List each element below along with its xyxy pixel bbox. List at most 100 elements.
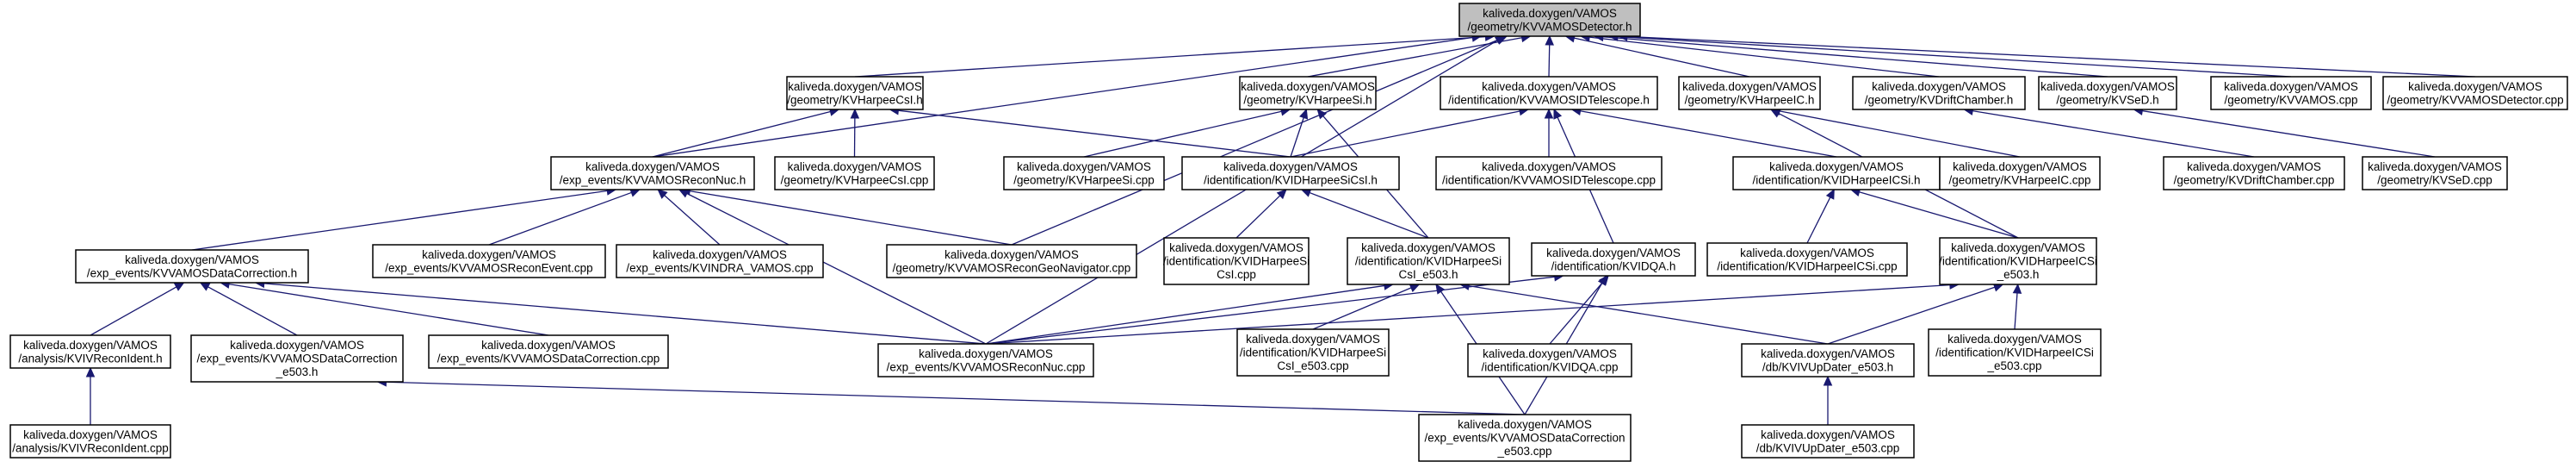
node-hic-cpp[interactable]: kaliveda.doxygen/VAMOS/geometry/KVHarpee… bbox=[1939, 156, 2101, 190]
edge-line bbox=[1626, 35, 2476, 78]
arrowhead-icon bbox=[1316, 109, 1328, 120]
edge-line bbox=[263, 283, 987, 345]
arrowhead-icon bbox=[199, 282, 211, 291]
edge-line bbox=[1806, 197, 1831, 244]
node-label-line: /geometry/KVHarpeeIC.cpp bbox=[1948, 173, 2090, 186]
edge-idtel-cpp-to-idtel-h bbox=[1544, 108, 1554, 157]
node-label-line: kaliveda.doxygen/VAMOS bbox=[1872, 80, 2006, 93]
arrowhead-icon bbox=[1409, 284, 1421, 292]
edge-datacorr-e503-cpp-to-datacorr-e503-h bbox=[376, 378, 1526, 415]
node-hcsi-h[interactable]: kaliveda.doxygen/VAMOS/geometry/KVHarpee… bbox=[786, 76, 924, 110]
node-datacorr-h[interactable]: kaliveda.doxygen/VAMOS/exp_events/KVVAMO… bbox=[75, 249, 309, 284]
node-updater-cpp[interactable]: kaliveda.doxygen/VAMOS/db/KVIVUpDater_e5… bbox=[1741, 424, 1915, 459]
node-idtel-cpp[interactable]: kaliveda.doxygen/VAMOS/identification/KV… bbox=[1435, 156, 1663, 190]
edge-line bbox=[1827, 286, 1996, 345]
node-label-line: /geometry/KVSeD.h bbox=[2056, 93, 2158, 106]
node-label-line: kaliveda.doxygen/VAMOS bbox=[2408, 80, 2542, 93]
node-box bbox=[1852, 76, 2026, 110]
node-idqa-h[interactable]: kaliveda.doxygen/VAMOS/identification/KV… bbox=[1531, 242, 1696, 277]
node-box bbox=[2362, 156, 2508, 190]
node-label-line: kaliveda.doxygen/VAMOS bbox=[23, 428, 158, 441]
node-box bbox=[1939, 156, 2101, 190]
node-label-line: kaliveda.doxygen/VAMOS bbox=[23, 339, 158, 352]
node-hic-h[interactable]: kaliveda.doxygen/VAMOS/geometry/KVHarpee… bbox=[1678, 76, 1821, 110]
node-idhsicsi-h[interactable]: kaliveda.doxygen/VAMOS/identification/KV… bbox=[1181, 156, 1400, 190]
node-label-line: _e503.h bbox=[1997, 268, 2040, 281]
node-label-line: CsI_e503.cpp bbox=[1277, 359, 1348, 372]
edge-line bbox=[2142, 109, 2436, 158]
node-drift-h[interactable]: kaliveda.doxygen/VAMOS/geometry/KVDriftC… bbox=[1852, 76, 2026, 110]
node-label-line: kaliveda.doxygen/VAMOS bbox=[1769, 160, 1904, 173]
node-hcsi-cpp[interactable]: kaliveda.doxygen/VAMOS/geometry/KVHarpee… bbox=[774, 156, 935, 190]
edge-hcsi-cpp-to-hcsi-h bbox=[850, 108, 860, 158]
node-hsi-cpp[interactable]: kaliveda.doxygen/VAMOS/geometry/KVHarpee… bbox=[1003, 156, 1165, 190]
node-box bbox=[1003, 156, 1165, 190]
node-idhiccsi-cpp[interactable]: kaliveda.doxygen/VAMOS/identification/KV… bbox=[1706, 242, 1908, 277]
node-label-line: /geometry/KVVAMOSDetector.cpp bbox=[2387, 93, 2563, 106]
node-box bbox=[9, 334, 171, 369]
node-box bbox=[9, 424, 171, 459]
node-label-line: kaliveda.doxygen/VAMOS bbox=[788, 160, 922, 173]
node-label-line: kaliveda.doxygen/VAMOS bbox=[1546, 246, 1681, 259]
node-updater-h[interactable]: kaliveda.doxygen/VAMOS/db/KVIVUpDater_e5… bbox=[1741, 343, 1915, 378]
node-label-line: kaliveda.doxygen/VAMOS bbox=[2368, 160, 2502, 173]
node-label-line: kaliveda.doxygen/VAMOS bbox=[1953, 160, 2087, 173]
node-idhiccsi-e503-h[interactable]: kaliveda.doxygen/VAMOS/identification/KV… bbox=[1939, 237, 2097, 285]
node-label-line: /exp_events/KVVAMOSDataCorrection bbox=[1424, 432, 1625, 445]
node-datacorr-cpp[interactable]: kaliveda.doxygen/VAMOS/exp_events/KVVAMO… bbox=[428, 334, 669, 369]
node-label-line: /geometry/KVDriftChamber.h bbox=[1865, 93, 2014, 106]
node-box bbox=[1741, 424, 1915, 459]
node-label-line: kaliveda.doxygen/VAMOS bbox=[653, 248, 787, 261]
node-label-line: kaliveda.doxygen/VAMOS bbox=[1483, 347, 1617, 360]
node-label-line: kaliveda.doxygen/VAMOS bbox=[1458, 418, 1592, 431]
node-reconnuc-cpp[interactable]: kaliveda.doxygen/VAMOS/exp_events/KVVAMO… bbox=[877, 343, 1094, 378]
node-idtel-h[interactable]: kaliveda.doxygen/VAMOS/identification/KV… bbox=[1440, 76, 1658, 110]
node-label-line: kaliveda.doxygen/VAMOS bbox=[1482, 80, 1616, 93]
node-datacorr-e503-cpp[interactable]: kaliveda.doxygen/VAMOS/exp_events/KVVAMO… bbox=[1418, 414, 1632, 462]
node-indra-vamos-cpp[interactable]: kaliveda.doxygen/VAMOS/exp_events/KVINDR… bbox=[616, 244, 824, 278]
node-box bbox=[1347, 237, 1510, 285]
node-idhiccsi-e503-cpp[interactable]: kaliveda.doxygen/VAMOS/identification/KV… bbox=[1928, 328, 2102, 377]
node-label-line: /identification/KVVAMOSIDTelescope.h bbox=[1448, 93, 1650, 106]
node-idhsicsi-e503-cpp[interactable]: kaliveda.doxygen/VAMOS/identification/KV… bbox=[1236, 328, 1390, 377]
node-sed-cpp[interactable]: kaliveda.doxygen/VAMOS/geometry/KVSeD.cp… bbox=[2362, 156, 2508, 190]
node-reconnuc-h[interactable]: kaliveda.doxygen/VAMOS/exp_events/KVVAMO… bbox=[550, 156, 755, 190]
node-geonav-cpp[interactable]: kaliveda.doxygen/VAMOS/geometry/KVVAMOSR… bbox=[886, 244, 1137, 278]
node-box bbox=[1440, 76, 1658, 110]
node-hsi-h[interactable]: kaliveda.doxygen/VAMOS/geometry/KVHarpee… bbox=[1239, 76, 1377, 110]
edge-idqa-cpp-to-idqa-h bbox=[1549, 275, 1609, 345]
edge-line bbox=[985, 284, 1950, 345]
arrowhead-icon bbox=[1276, 189, 1287, 200]
node-reconevent-cpp[interactable]: kaliveda.doxygen/VAMOS/exp_events/KVVAMO… bbox=[372, 244, 606, 278]
edge-line bbox=[228, 283, 549, 336]
node-box bbox=[1939, 237, 2097, 285]
edge-line bbox=[1011, 39, 1500, 246]
node-label-line: _e503.cpp bbox=[1986, 359, 2041, 372]
node-drift-cpp[interactable]: kaliveda.doxygen/VAMOS/geometry/KVDriftC… bbox=[2163, 156, 2345, 190]
node-idhiccsi-h[interactable]: kaliveda.doxygen/VAMOS/identification/KV… bbox=[1732, 156, 1941, 190]
node-idhsicsi-e503-h[interactable]: kaliveda.doxygen/VAMOS/identification/KV… bbox=[1347, 237, 1510, 285]
node-box bbox=[1236, 328, 1390, 377]
edge-idhiccsi-e503-h-to-idhiccsi-h bbox=[1849, 187, 2019, 239]
node-sed-h[interactable]: kaliveda.doxygen/VAMOS/geometry/KVSeD.h bbox=[2038, 76, 2177, 110]
edge-idhsicsi-h-to-idtel-h bbox=[1290, 106, 1530, 158]
edge-updater-h-to-idhsicsi-e503-h bbox=[1458, 281, 1829, 345]
edge-line bbox=[1468, 284, 1829, 345]
node-reconident-h[interactable]: kaliveda.doxygen/VAMOS/analysis/KVIVReco… bbox=[9, 334, 171, 369]
node-label-line: /exp_events/KVVAMOSDataCorrection.h bbox=[87, 266, 297, 279]
edge-line bbox=[1548, 44, 1551, 78]
node-label-line: /geometry/KVHarpeeCsI.h bbox=[787, 93, 923, 106]
node-datacorr-e503-h[interactable]: kaliveda.doxygen/VAMOS/exp_events/KVVAMO… bbox=[190, 334, 404, 383]
edge-geonav-cpp-to-det-h bbox=[1011, 35, 1508, 246]
node-reconident-cpp[interactable]: kaliveda.doxygen/VAMOS/analysis/KVIVReco… bbox=[9, 424, 171, 459]
node-box bbox=[786, 76, 924, 110]
node-idqa-cpp[interactable]: kaliveda.doxygen/VAMOS/identification/KV… bbox=[1467, 343, 1632, 378]
edge-vamos-cpp-to-det-h bbox=[1607, 32, 2292, 78]
node-label-line: kaliveda.doxygen/VAMOS bbox=[1951, 241, 2085, 254]
node-idhsicsi-cpp[interactable]: kaliveda.doxygen/VAMOS/identification/KV… bbox=[1163, 237, 1310, 285]
node-label-line: kaliveda.doxygen/VAMOS bbox=[1761, 347, 1895, 360]
node-box bbox=[616, 244, 824, 278]
node-label-line: kaliveda.doxygen/VAMOS bbox=[1246, 333, 1380, 346]
node-vamos-cpp[interactable]: kaliveda.doxygen/VAMOS/geometry/KVVAMOS.… bbox=[2210, 76, 2372, 110]
node-det-cpp[interactable]: kaliveda.doxygen/VAMOS/geometry/KVVAMOSD… bbox=[2382, 76, 2568, 110]
